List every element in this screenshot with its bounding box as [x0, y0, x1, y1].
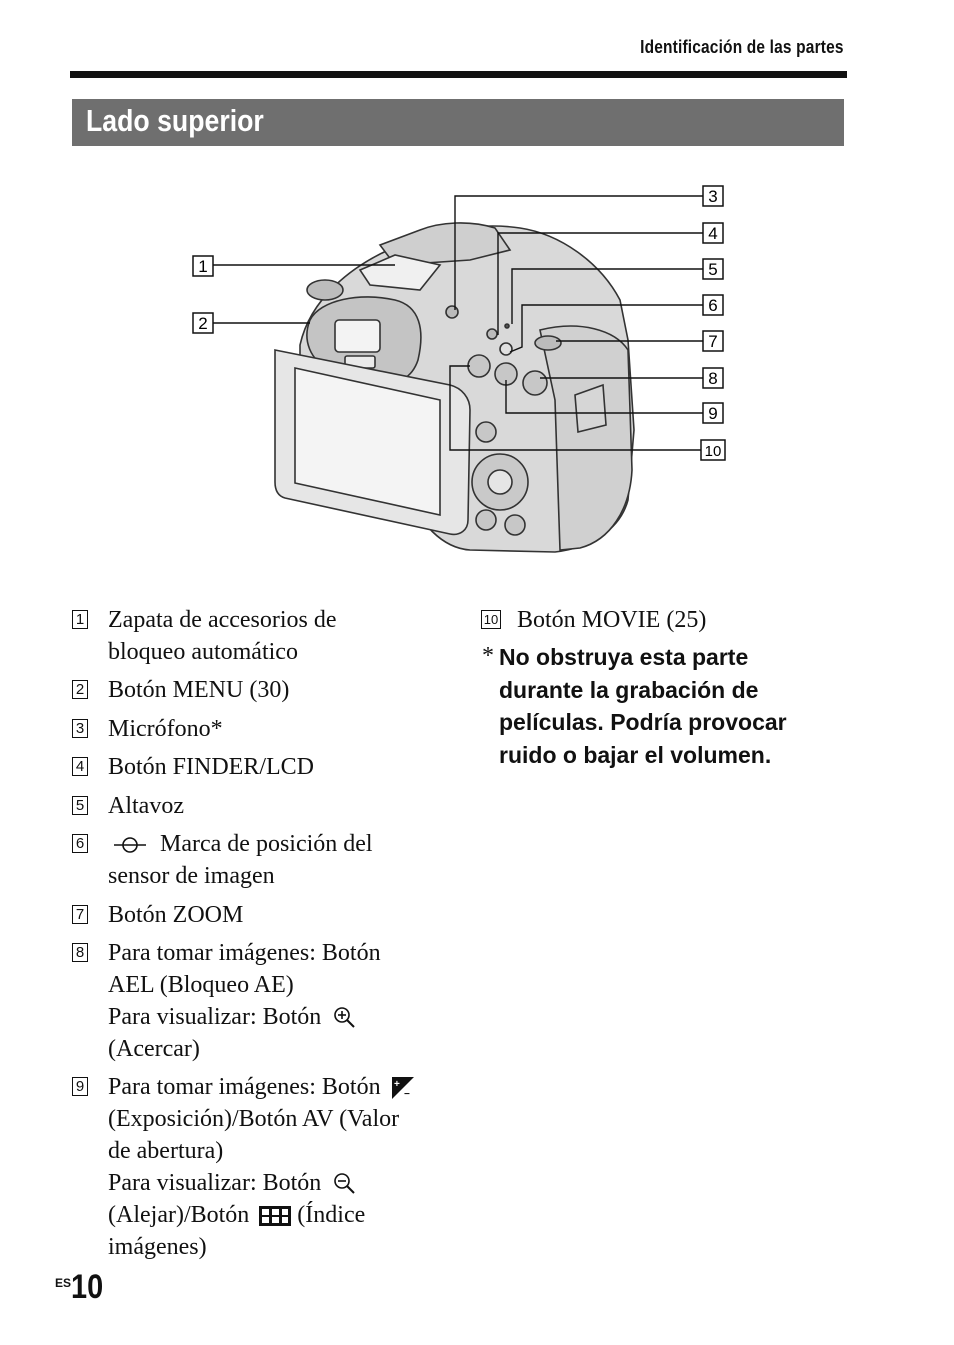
callout-5: 5: [708, 260, 717, 279]
callout-9: 9: [708, 404, 717, 423]
item-number-box: 8: [72, 943, 88, 962]
zoom-button: [534, 335, 562, 351]
exposure-compensation-icon: + −: [391, 1077, 414, 1100]
item-text: Botón MOVIE (25): [517, 607, 707, 633]
item-number-box: 2: [72, 680, 88, 699]
leader-4: [497, 232, 703, 335]
callout-2: 2: [198, 314, 207, 333]
leader-9: [505, 380, 703, 414]
sensor-mark: [499, 342, 513, 356]
microphone-hole: [445, 305, 459, 319]
ael-button: [522, 370, 548, 396]
section-title-bar: Lado superior: [72, 99, 844, 146]
callout-6: 6: [708, 296, 717, 315]
viewfinder-window: [334, 319, 381, 353]
item-text: Altavoz: [108, 793, 184, 819]
item-text: Botón ZOOM: [108, 902, 244, 928]
image-sensor-mark-icon: [114, 837, 146, 854]
item-number-box: 5: [72, 796, 88, 815]
mode-dial: [306, 279, 344, 301]
item-text: Botón FINDER/LCD: [108, 754, 315, 780]
item-number-box: 10: [481, 610, 501, 629]
leader-10: [449, 365, 703, 451]
callout-3: 3: [708, 187, 717, 206]
leader-6: [509, 304, 703, 353]
callout-box-2: [192, 312, 214, 334]
page-language-prefix: ES: [55, 1276, 72, 1290]
callout-4: 4: [708, 224, 717, 243]
menu-area: [475, 421, 497, 443]
item-text: Micrófono*: [108, 716, 223, 742]
callout-box-10: [700, 439, 726, 461]
camera-grip: [539, 325, 633, 551]
leader-5: [511, 268, 703, 324]
callout-10: 10: [705, 443, 722, 460]
card-door: [574, 383, 607, 434]
callout-box-5: [702, 258, 724, 280]
item-number-box: 9: [72, 1077, 88, 1096]
note-marker: *: [482, 643, 494, 669]
viewfinder-prism: [378, 222, 512, 266]
note-text: No obstruya esta parte durante la grabac…: [499, 644, 787, 768]
callout-box-8: [702, 367, 724, 389]
page-header-title: Identificación de las partes: [640, 37, 844, 57]
speaker-dot: [504, 323, 510, 329]
camera-top-diagram: 1 2 3 4 5 6 7 8 9 10: [192, 185, 726, 553]
callout-8: 8: [708, 369, 717, 388]
page-number: 10: [71, 1268, 104, 1306]
zoom-in-icon: [334, 1007, 355, 1029]
zoom-out-icon: [334, 1173, 355, 1195]
item-number-box: 1: [72, 610, 88, 629]
callout-box-7: [702, 330, 724, 352]
header-rule: [70, 71, 847, 78]
svg-text:+: +: [394, 1079, 400, 1090]
callout-7: 7: [708, 332, 717, 351]
item-number-box: 3: [72, 719, 88, 738]
item-text: Para tomar imágenes: Botón + − (Exposici…: [108, 1071, 415, 1263]
item-text: Botón MENU (30): [108, 677, 290, 703]
leader-3: [454, 195, 703, 310]
svg-text:−: −: [404, 1089, 410, 1100]
movie-button: [467, 354, 491, 378]
finder-lcd-button: [486, 328, 498, 340]
item-text: Para tomar imágenes: Botón AEL (Bloqueo …: [108, 940, 381, 1062]
callout-box-9: [702, 402, 724, 424]
callout-box-4: [702, 222, 724, 244]
callout-box-6: [702, 294, 724, 316]
hot-shoe: [358, 254, 442, 291]
image-index-icon: [259, 1206, 292, 1227]
callout-box-1: [192, 255, 214, 277]
callout-1: 1: [198, 257, 207, 276]
lower-button-left: [475, 509, 497, 531]
callout-box-3: [702, 185, 724, 207]
item-number-box: 7: [72, 905, 88, 924]
lcd-screen: [294, 367, 441, 516]
control-center: [487, 469, 513, 495]
lower-button-right: [504, 514, 526, 536]
item-number-box: 4: [72, 757, 88, 776]
section-title: Lado superior: [86, 103, 264, 138]
item-number-box: 6: [72, 834, 88, 853]
